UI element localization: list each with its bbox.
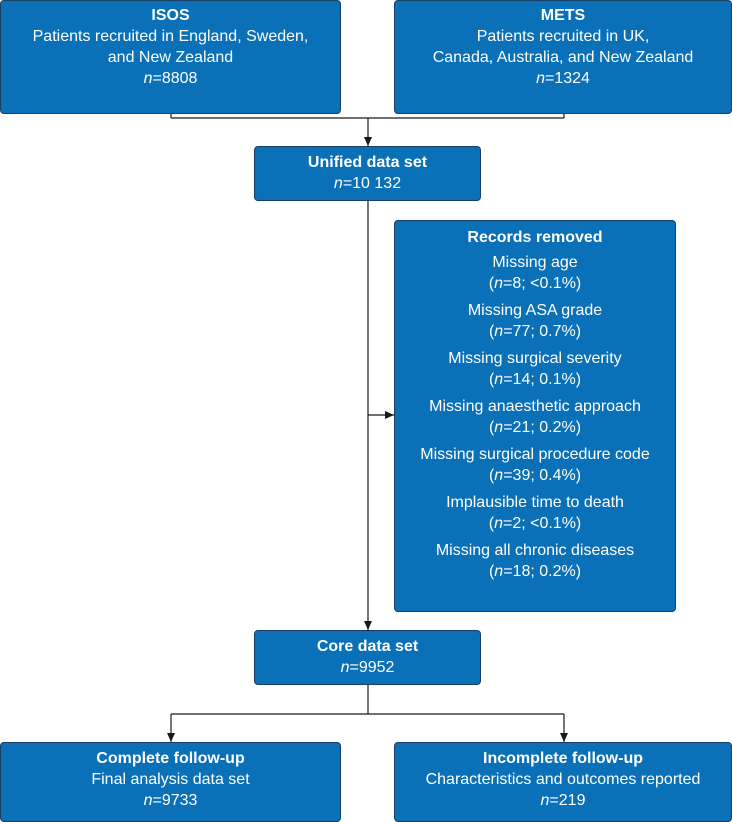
incomplete-n: n=219	[540, 792, 586, 809]
mets-n: n=1324	[536, 70, 590, 87]
isos-title: ISOS	[151, 7, 190, 24]
removed-item: Missing surgical severity (n=14; 0.1%)	[448, 350, 622, 388]
mets-line-1: Patients recruited in UK,	[476, 28, 650, 45]
incomplete-line: Characteristics and outcomes reported	[425, 771, 701, 788]
complete-title: Complete follow-up	[96, 750, 245, 767]
complete-line: Final analysis data set	[91, 771, 250, 788]
unified-n: n=10 132	[333, 175, 402, 192]
mets-line-2: Canada, Australia, and New Zealand	[432, 49, 694, 66]
unified-box: Unified data set n=10 132	[254, 146, 481, 201]
incomplete-followup-box: Incomplete follow-up Characteristics and…	[394, 742, 732, 822]
mets-box: METS Patients recruited in UK, Canada, A…	[394, 0, 732, 114]
records-removed-box: Records removed Missing age (n=8; <0.1%)…	[394, 220, 676, 612]
core-box: Core data set n=9952	[254, 630, 481, 685]
isos-box: ISOS Patients recruited in England, Swed…	[0, 0, 341, 114]
incomplete-title: Incomplete follow-up	[483, 750, 643, 767]
removed-item: Missing surgical procedure code (n=39; 0…	[420, 446, 650, 484]
removed-item: Missing all chronic diseases (n=18; 0.2%…	[435, 542, 635, 580]
isos-line-1: Patients recruited in England, Sweden,	[32, 28, 309, 45]
removed-item: Missing anaesthetic approach (n=21; 0.2%…	[429, 398, 641, 436]
removed-item: Missing age (n=8; <0.1%)	[488, 254, 582, 292]
removed-list: Missing age (n=8; <0.1%) Missing ASA gra…	[395, 252, 675, 582]
isos-n: n=8808	[143, 70, 198, 87]
removed-item: Implausible time to death (n=2; <0.1%)	[446, 494, 624, 532]
complete-n: n=9733	[143, 792, 198, 809]
core-n: n=9952	[340, 659, 395, 676]
removed-item: Missing ASA grade (n=77; 0.7%)	[467, 302, 603, 340]
core-title: Core data set	[316, 638, 419, 655]
records-removed-title: Records removed	[467, 229, 603, 246]
complete-followup-box: Complete follow-up Final analysis data s…	[0, 742, 341, 822]
isos-line-2: and New Zealand	[107, 49, 234, 66]
unified-title: Unified data set	[307, 154, 428, 171]
mets-title: METS	[540, 7, 586, 24]
